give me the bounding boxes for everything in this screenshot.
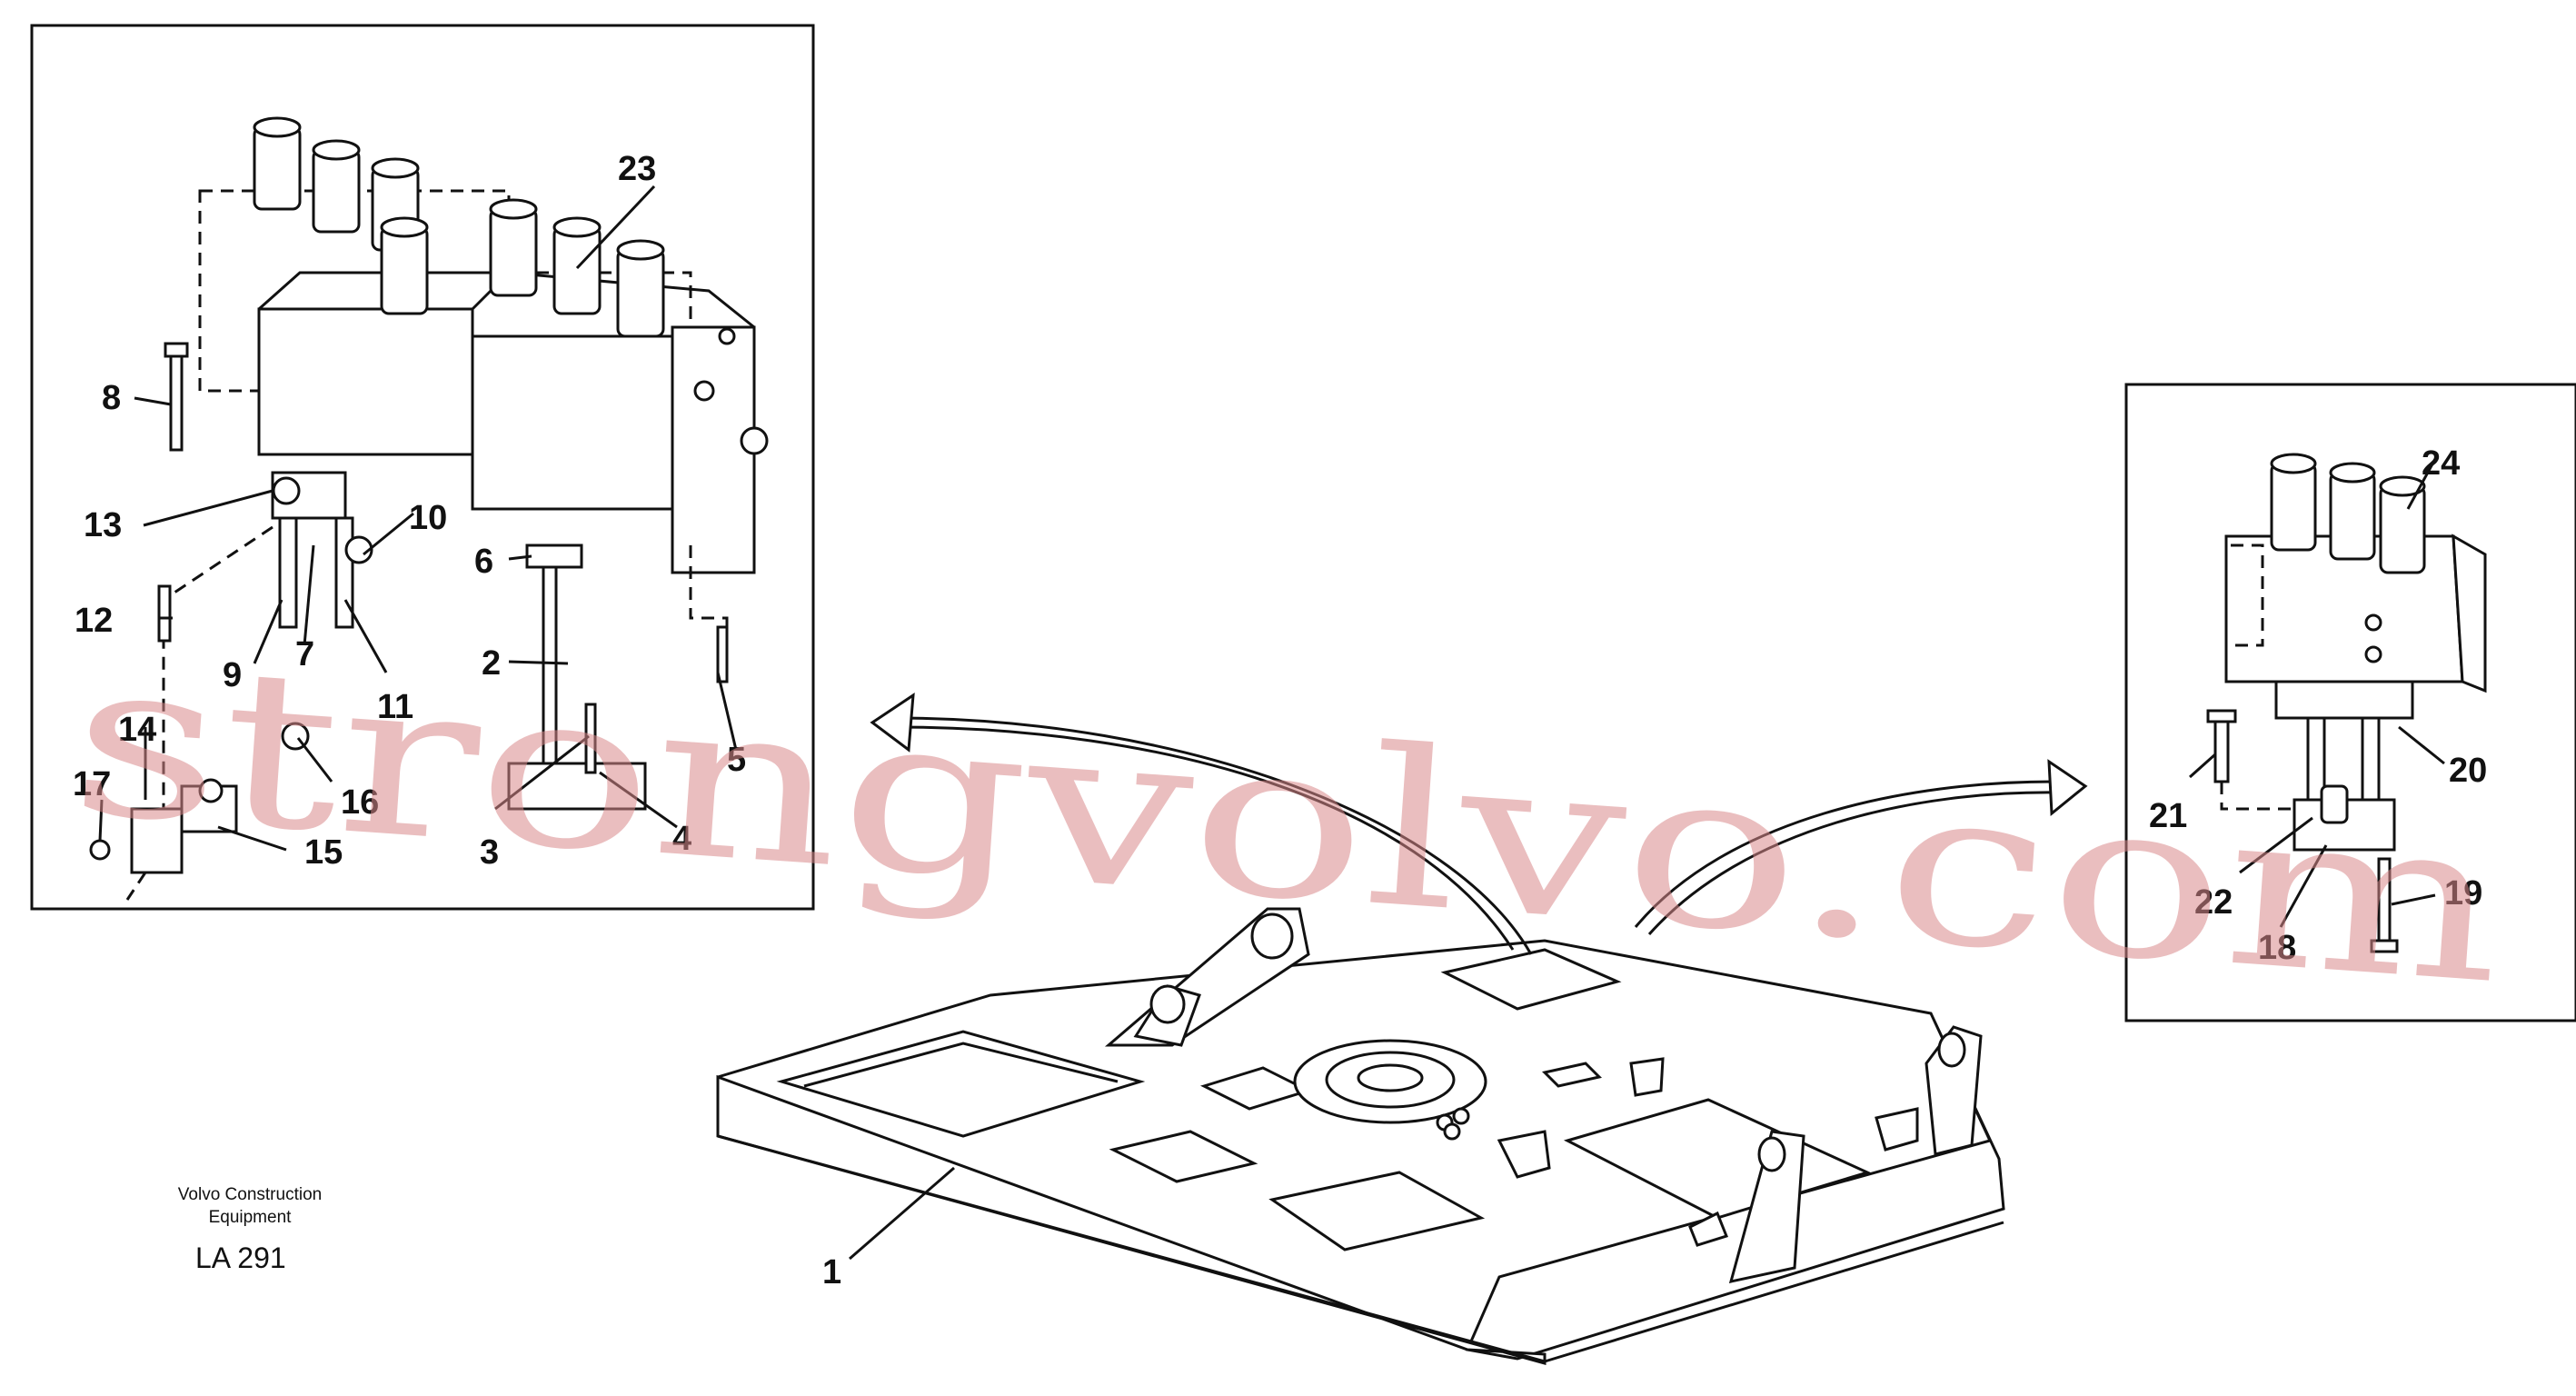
callout-4: 4 [672, 820, 691, 858]
callout-7: 7 [295, 635, 314, 673]
detail-box-right [2124, 383, 2576, 1022]
upper-frame [716, 907, 2005, 1365]
callout-11: 11 [377, 688, 413, 726]
caption-figure-code: LA 291 [195, 1241, 286, 1274]
callout-1: 1 [822, 1253, 841, 1291]
detail-box-left [30, 24, 815, 911]
callout-5: 5 [727, 741, 746, 779]
callout-17: 17 [73, 765, 111, 803]
callout-18: 18 [2258, 929, 2296, 967]
callout-13: 13 [84, 506, 122, 544]
callout-numbers: 1 2 3 4 5 6 7 8 9 10 11 12 13 14 15 16 1… [73, 150, 2487, 1291]
callout-21: 21 [2149, 797, 2187, 835]
callout-16: 16 [341, 783, 379, 822]
callout-23: 23 [618, 150, 656, 188]
figure-caption: Volvo Construction Equipment LA 291 [178, 1185, 322, 1274]
callout-12: 12 [75, 602, 113, 640]
callout-19: 19 [2444, 874, 2482, 912]
callout-24: 24 [2422, 444, 2460, 483]
caption-company-line2: Equipment [209, 1208, 293, 1227]
callout-2: 2 [482, 644, 501, 683]
callout-22: 22 [2194, 883, 2233, 922]
callout-8: 8 [102, 379, 121, 417]
callout-3: 3 [480, 833, 499, 872]
callout-9: 9 [223, 656, 242, 694]
callout-10: 10 [409, 499, 447, 537]
callout-15: 15 [304, 833, 343, 872]
caption-company-line1: Volvo Construction [178, 1185, 322, 1204]
callout-6: 6 [474, 543, 493, 581]
callout-14: 14 [118, 711, 156, 749]
callout-20: 20 [2449, 752, 2487, 790]
pointer-arrows [870, 693, 2088, 955]
solenoid-coils [253, 116, 665, 338]
